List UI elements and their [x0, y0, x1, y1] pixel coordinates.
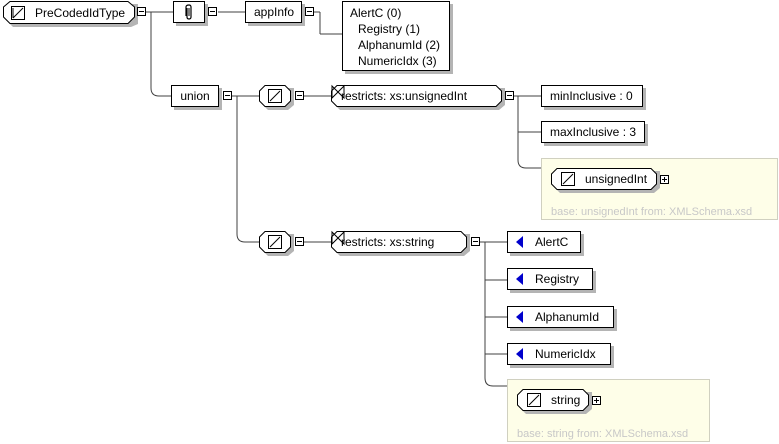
base-type-label: unsignedInt: [585, 172, 648, 186]
facet-label: maxInclusive : 3: [550, 125, 637, 139]
appinfo-node[interactable]: appInfo: [245, 1, 302, 23]
appinfo-label: appInfo: [254, 5, 295, 19]
enumeration-label: NumericIdx: [535, 347, 596, 361]
simple-type-icon: [11, 5, 25, 20]
simple-type-icon: [527, 393, 541, 407]
appinfo-collapse-toggle[interactable]: [305, 7, 314, 16]
annotation-collapse-toggle[interactable]: [208, 7, 217, 16]
restriction-icon: [331, 84, 345, 100]
appinfo-content-box: AlertC (0) Registry (1) AlphanumId (2) N…: [342, 1, 450, 71]
simple-type-1-collapse-toggle[interactable]: [295, 91, 304, 100]
enumeration-icon: [516, 348, 523, 360]
facet-label: minInclusive : 0: [550, 89, 633, 103]
restriction-unsignedint-node[interactable]: restricts: xs:unsignedInt: [331, 84, 505, 110]
base-type-unsignedint-node[interactable]: unsignedInt: [551, 168, 660, 193]
enumeration-icon: [516, 273, 523, 285]
base-note: base: unsignedInt from: XMLSchema.xsd: [551, 206, 753, 218]
base-type-label: string: [551, 393, 581, 407]
restriction-label: restricts: xs:string: [341, 235, 435, 249]
restriction-1-collapse-toggle[interactable]: [505, 91, 514, 100]
node-shape: [551, 168, 660, 193]
enumeration-alertc[interactable]: AlertC: [507, 231, 581, 253]
doc-line: AlphanumId (2): [358, 38, 441, 52]
facet-max-inclusive[interactable]: maxInclusive : 3: [541, 121, 645, 143]
restriction-label: restricts: xs:unsignedInt: [341, 89, 468, 103]
enumeration-label: Registry: [535, 272, 580, 286]
simple-type-icon: [561, 172, 575, 186]
union-collapse-toggle[interactable]: [223, 91, 232, 100]
paperclip-icon: [185, 4, 192, 20]
doc-line: NumericIdx (3): [358, 54, 437, 68]
enumeration-numericidx[interactable]: NumericIdx: [507, 343, 611, 365]
restriction-icon: [331, 230, 345, 246]
root-label: PreCodedIdType: [35, 5, 126, 20]
enumeration-icon: [516, 311, 523, 323]
enumeration-label: AlertC: [535, 235, 569, 249]
anonymous-simple-type-2[interactable]: [259, 231, 294, 256]
simple-type-icon: [268, 89, 282, 103]
union-node[interactable]: union: [171, 85, 219, 107]
root-collapse-toggle[interactable]: [137, 7, 146, 16]
enumeration-alphanumid[interactable]: AlphanumId: [507, 306, 614, 328]
doc-line: Registry (1): [358, 22, 421, 36]
facet-min-inclusive[interactable]: minInclusive : 0: [541, 85, 643, 107]
restriction-string-node[interactable]: restricts: xs:string: [331, 230, 470, 256]
node-shape: [3, 0, 138, 27]
enumeration-registry[interactable]: Registry: [507, 268, 593, 290]
node-shape: [331, 231, 470, 256]
union-label: union: [180, 89, 210, 103]
base-type-1-expand-toggle[interactable]: [660, 175, 669, 184]
simple-type-icon: [268, 235, 282, 249]
doc-line: AlertC (0): [350, 6, 402, 20]
anonymous-simple-type-1[interactable]: [259, 85, 294, 110]
base-note: base: string from: XMLSchema.xsd: [517, 428, 689, 440]
base-type-string-node[interactable]: string: [517, 389, 592, 414]
annotation-node[interactable]: [173, 1, 205, 23]
enumeration-label: AlphanumId: [535, 310, 600, 324]
simple-type-2-collapse-toggle[interactable]: [295, 237, 304, 246]
restriction-2-collapse-toggle[interactable]: [471, 237, 480, 246]
enumeration-icon: [516, 236, 523, 248]
node-shape: [331, 85, 505, 110]
base-type-2-expand-toggle[interactable]: [592, 396, 601, 405]
root-simple-type-node[interactable]: PreCodedIdType: [3, 0, 138, 27]
